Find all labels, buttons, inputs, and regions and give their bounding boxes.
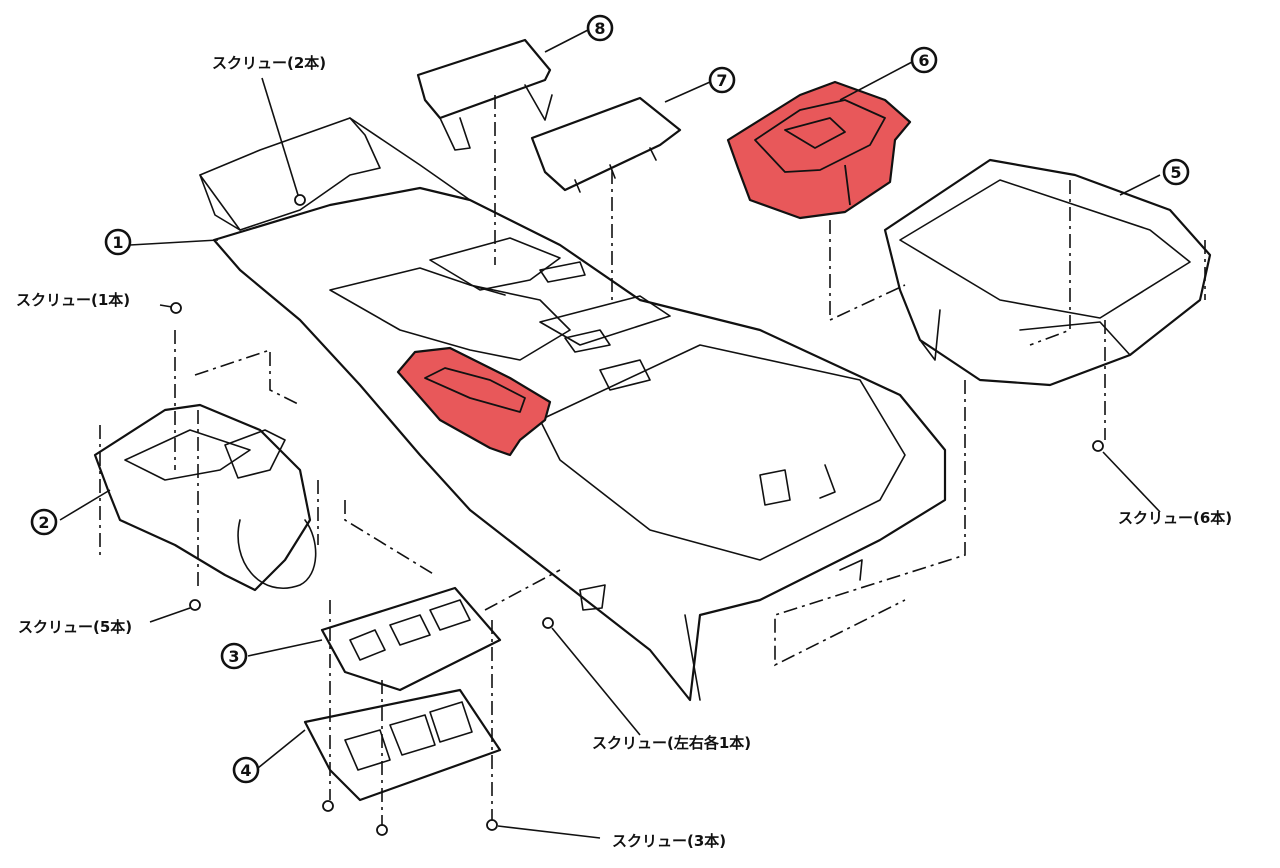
- screw-icon: [486, 819, 498, 831]
- screw-label-center-bottom: スクリュー(左右各1本): [592, 734, 751, 752]
- svg-text:1: 1: [112, 233, 123, 252]
- bracket-part-2: [93, 403, 317, 592]
- svg-text:7: 7: [716, 71, 727, 90]
- cup-holder-part-6: [726, 80, 912, 220]
- callout-part-1: 1: [104, 228, 132, 256]
- screw-icon: [322, 800, 334, 812]
- svg-text:8: 8: [594, 19, 605, 38]
- svg-text:3: 3: [228, 647, 239, 666]
- plate-part-4: [303, 688, 502, 802]
- callout-part-8: 8: [586, 14, 614, 42]
- label-leaders: [59, 29, 1161, 839]
- callout-part-4: 4: [232, 756, 260, 784]
- plate-part-3: [320, 586, 502, 692]
- screw-icon: [294, 194, 306, 206]
- screw-icon: [376, 824, 388, 836]
- callout-part-6: 6: [910, 46, 938, 74]
- callout-part-5: 5: [1162, 158, 1190, 186]
- svg-text:5: 5: [1170, 163, 1181, 182]
- screw-label-top: スクリュー(2本): [212, 54, 326, 72]
- assembly-lines: [99, 95, 1206, 825]
- console-body-part-1: [199, 117, 947, 702]
- panel-part-7: [530, 96, 682, 193]
- lid-part-8: [416, 38, 553, 151]
- console-trim-highlight: [396, 346, 552, 457]
- screw-icon: [170, 302, 182, 314]
- storage-box-part-5: [883, 158, 1212, 387]
- callout-part-7: 7: [708, 66, 736, 94]
- screw-label-left-upper: スクリュー(1本): [16, 291, 130, 309]
- screw-label-right: スクリュー(6本): [1118, 509, 1232, 527]
- screws: [170, 194, 1104, 836]
- svg-text:4: 4: [240, 761, 251, 780]
- callout-part-2: 2: [30, 508, 58, 536]
- screw-label-bottom: スクリュー(3本): [612, 832, 726, 850]
- screw-icon: [542, 617, 554, 629]
- screw-icon: [189, 599, 201, 611]
- svg-text:6: 6: [918, 51, 929, 70]
- screw-icon: [1092, 440, 1104, 452]
- svg-text:2: 2: [38, 513, 49, 532]
- screw-label-left-lower: スクリュー(5本): [18, 618, 132, 636]
- callout-part-3: 3: [220, 642, 248, 670]
